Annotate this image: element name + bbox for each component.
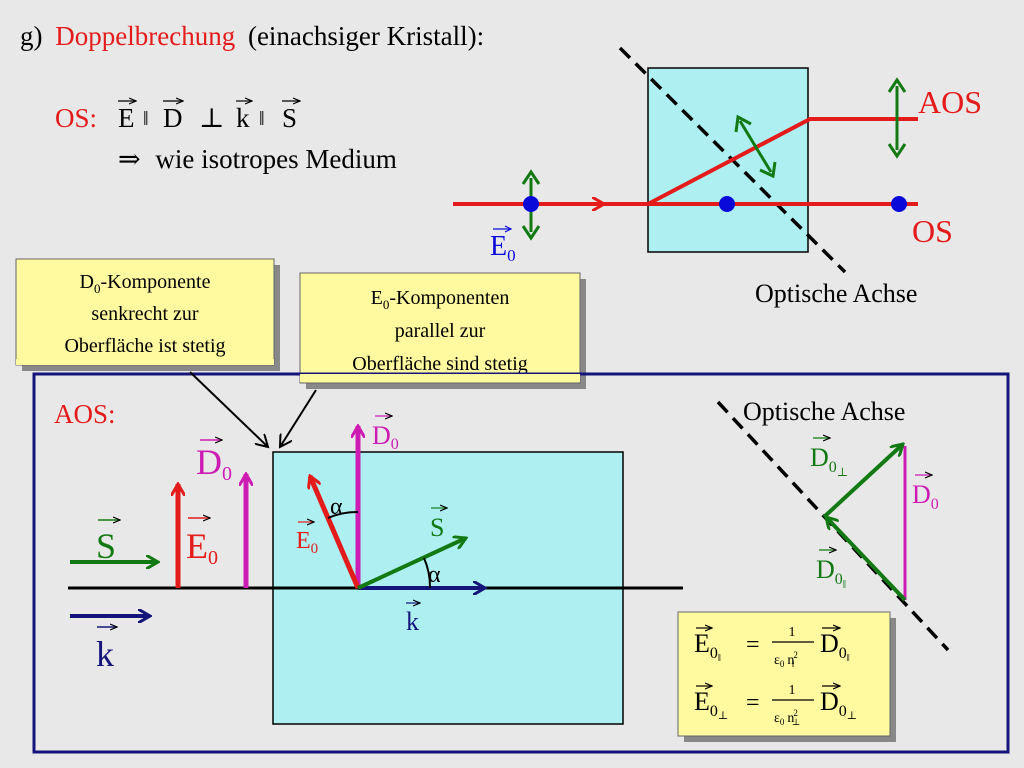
callout-e0-pointer xyxy=(280,389,317,447)
alpha-arc-top xyxy=(327,510,359,519)
isotropic-text: wie isotropes Medium xyxy=(155,144,396,174)
callout-d0-pointer xyxy=(189,371,268,447)
os-dot-outside xyxy=(891,196,907,212)
e0-label-outside: E0 xyxy=(186,526,218,569)
os-perp: ⊥ xyxy=(199,103,224,133)
d0perp-vector xyxy=(822,444,903,519)
e0-vector-inside xyxy=(310,476,361,589)
callout-d0-box xyxy=(15,258,275,366)
e0-label-inside: E0 xyxy=(296,528,318,557)
os-D: D xyxy=(163,103,183,133)
alpha-arc-bottom xyxy=(423,557,432,589)
formula1-eq: = xyxy=(746,632,760,658)
formula2-eq: = xyxy=(746,690,760,716)
d0-decomp-label: D0 xyxy=(912,480,939,513)
e0-label: E0 xyxy=(490,231,516,265)
callout-e0-box xyxy=(299,272,581,384)
title-prefix: g) xyxy=(20,21,43,51)
e0-dot xyxy=(523,196,539,212)
os-E: E xyxy=(118,103,135,133)
callout-e0: E0-Komponenten parallel zur Oberfläche s… xyxy=(299,272,586,389)
os-label: OS: xyxy=(55,103,97,133)
os-S: S xyxy=(282,103,297,133)
top-crystal-diagram: AOS OS Optische Achse E0 xyxy=(453,46,982,308)
k-label-inside: k xyxy=(406,607,419,636)
os-parallel-1: ‖ xyxy=(143,108,149,130)
s-label-inside: S xyxy=(430,513,444,542)
d0perp-label: D0⊥ xyxy=(810,443,848,479)
callout-e0-line1: E0-Komponenten xyxy=(371,287,510,312)
formula2-E: E0⊥ xyxy=(694,687,728,722)
formula1-D: D0‖ xyxy=(820,629,850,664)
aos-optic-axis-line xyxy=(716,400,950,652)
aos-polarization-outside-tip-down xyxy=(887,143,907,159)
d0par-label: D0‖ xyxy=(816,555,846,591)
callout-d0-line1: D0-Komponente xyxy=(80,271,211,296)
callout-e0-line2: parallel zur xyxy=(395,320,486,342)
title-keyword: Doppelbrechung xyxy=(55,21,235,51)
aos-optic-axis-label: Optische Achse xyxy=(743,397,905,426)
aos-panel-label: AOS: xyxy=(54,399,116,429)
alpha-label-bottom: α xyxy=(428,562,441,588)
aos-polarization-outside-tip-up xyxy=(887,77,907,93)
alpha-label-top: α xyxy=(330,494,343,520)
formula2-D: D0⊥ xyxy=(820,687,857,722)
callout-d0: D0-Komponente senkrecht zur Oberfläche i… xyxy=(15,258,280,371)
callout-d0-line3: Oberfläche ist stetig xyxy=(64,335,225,357)
formula1-num: 1 xyxy=(789,625,796,640)
s-vector-inside xyxy=(357,538,466,590)
os-relation: OS: E ‖ D ⊥ k ‖ S xyxy=(55,101,300,133)
os-k: k xyxy=(236,103,250,133)
callout-d0-line2: senkrecht zur xyxy=(91,303,199,325)
aos-polarization-inside xyxy=(738,120,773,173)
top-optic-axis-label: Optische Achse xyxy=(755,279,917,308)
aos-label: AOS xyxy=(918,84,982,120)
e0-polarization-tip-up xyxy=(521,169,541,185)
d0par-vector xyxy=(826,517,907,602)
os-parallel-2: ‖ xyxy=(259,108,265,130)
d0-label-outside: D0 xyxy=(196,442,232,485)
title-suffix: (einachsiger Kristall): xyxy=(248,21,484,51)
aos-polarization-inside-tip1 xyxy=(734,114,752,133)
os-dot-inside xyxy=(719,196,735,212)
k-label-outside: k xyxy=(96,634,114,674)
e0-polarization-tip-down xyxy=(521,225,541,241)
isotropic-line: ⇒ wie isotropes Medium xyxy=(118,144,397,174)
os-beam-label: OS xyxy=(912,213,953,249)
formula-box-bg xyxy=(677,611,891,737)
aos-beam xyxy=(647,117,918,206)
slide-title: g) Doppelbrechung (einachsiger Kristall)… xyxy=(20,21,484,51)
d0-label-inside: D0 xyxy=(372,421,399,453)
formula1-E: E0‖ xyxy=(694,629,721,664)
formula2-num: 1 xyxy=(789,683,796,698)
implies-symbol: ⇒ xyxy=(118,144,141,174)
s-label-outside: S xyxy=(96,526,116,566)
callout-e0-line3: Oberfläche sind stetig xyxy=(352,353,528,375)
aos-polarization-inside-tip2 xyxy=(759,161,777,179)
